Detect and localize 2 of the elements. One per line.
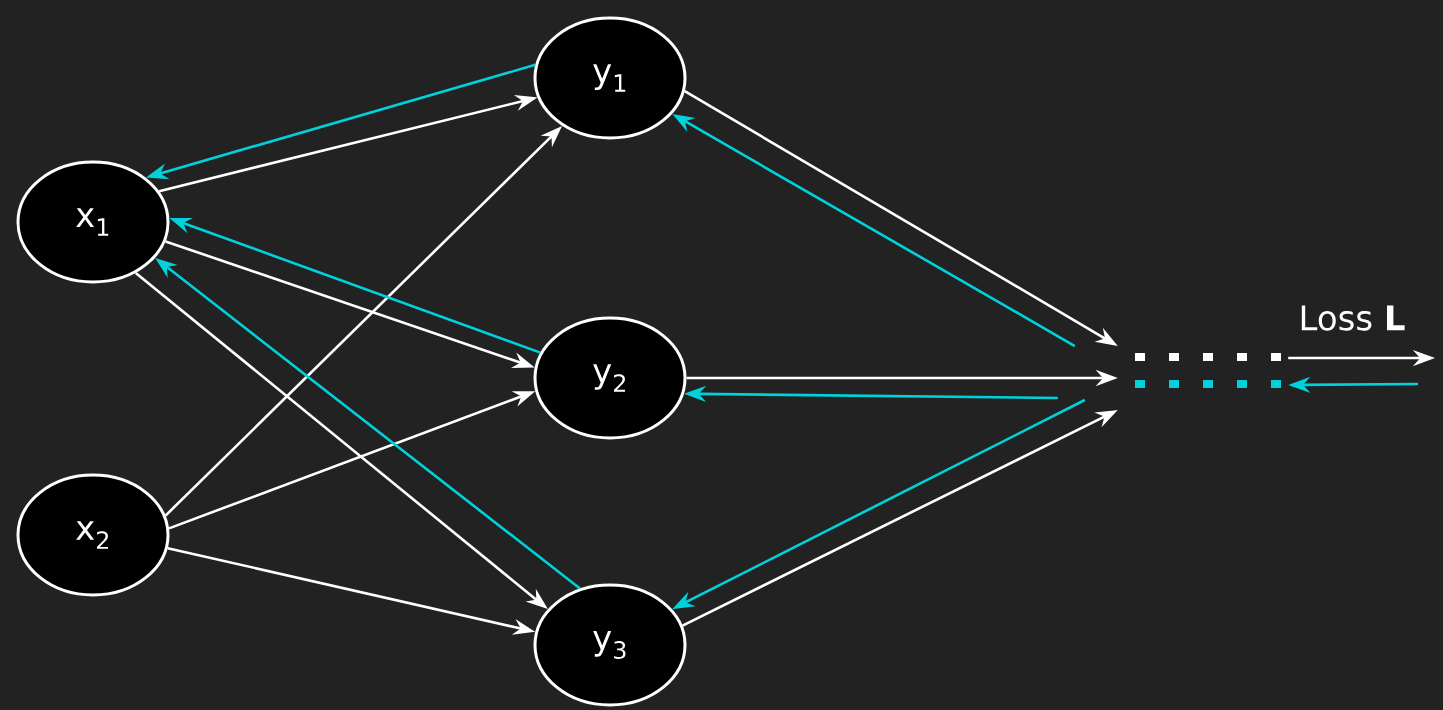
edge-label: Loss L <box>1296 303 1408 333</box>
dotted-lines <box>1135 353 1281 388</box>
